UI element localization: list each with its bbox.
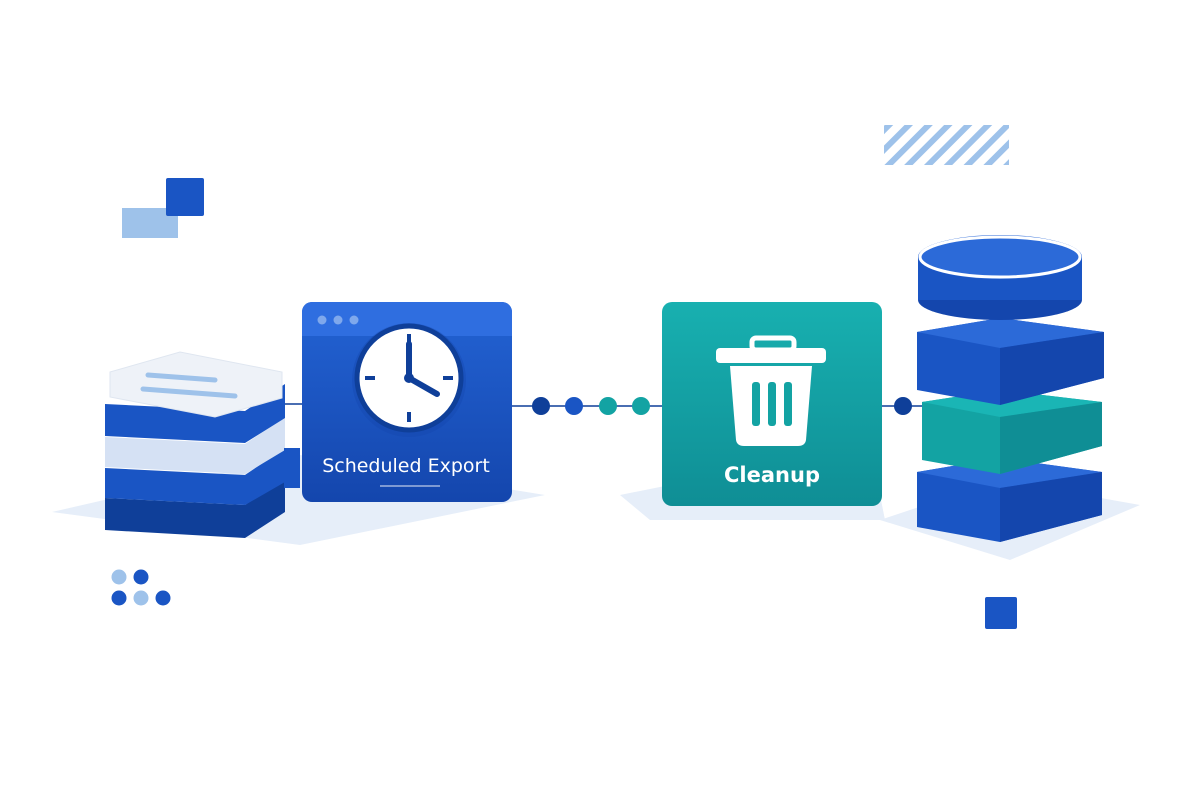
decor-square-bottom-right <box>985 597 1017 629</box>
trash-icon <box>716 335 826 446</box>
cleanup-card[interactable] <box>662 302 882 506</box>
scheduled-export-label: Scheduled Export <box>322 455 490 477</box>
database-stack-icon <box>917 235 1104 542</box>
stacked-documents-icon <box>105 351 300 538</box>
decor-stripes-top-right <box>884 125 1009 165</box>
scheduled-export-card[interactable] <box>302 302 512 502</box>
cleanup-label: Cleanup <box>724 463 820 487</box>
decor-dots-bottom-left <box>111 569 171 606</box>
decor-squares-top-left <box>122 178 204 238</box>
clock-icon <box>352 323 466 437</box>
connector-export-cleanup <box>512 397 662 415</box>
